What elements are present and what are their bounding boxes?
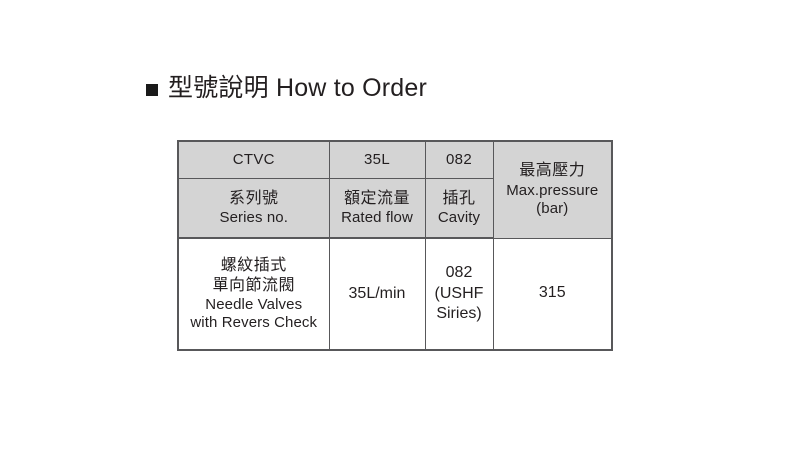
max-pressure-label-en: Max.pressure bbox=[506, 182, 599, 200]
cavity-value-line1: 082 bbox=[445, 263, 473, 281]
page-title: 型號說明 How to Order bbox=[146, 76, 427, 101]
cell-value-series: 螺紋插式 單向節流閥 Needle Valves with Revers Che… bbox=[177, 237, 330, 351]
cavity-label-cn: 插孔 bbox=[442, 190, 476, 207]
square-bullet-icon bbox=[146, 83, 158, 96]
series-value-en-line2: with Revers Check bbox=[190, 314, 318, 331]
table-row-labels: 系列號 Series no. 額定流量 Rated flow 插孔 Cavity bbox=[177, 178, 612, 239]
cell-code-series: CTVC bbox=[177, 140, 330, 179]
rated-flow-label-cn: 額定流量 bbox=[343, 190, 410, 207]
cell-max-pressure-header: 最高壓力 Max.pressure (bar) bbox=[492, 140, 613, 238]
order-code-table: CTVC 35L 082 最高壓力 Max.pressure (bar) 系列號… bbox=[177, 140, 613, 351]
series-value-en-line1: Needle Valves bbox=[205, 296, 303, 313]
cavity-label-en: Cavity bbox=[437, 209, 481, 226]
rated-flow-label-en: Rated flow bbox=[341, 209, 413, 226]
cell-label-cavity: 插孔 Cavity bbox=[424, 178, 494, 239]
series-value-cn-line1: 螺紋插式 bbox=[220, 257, 287, 274]
max-pressure-label-cn: 最高壓力 bbox=[519, 162, 586, 180]
cavity-value-line2: (USHF bbox=[434, 284, 484, 302]
rated-flow-value: 35L/min bbox=[348, 284, 406, 302]
cell-value-max-pressure: 315 bbox=[492, 237, 613, 351]
series-value-cn-line2: 單向節流閥 bbox=[212, 277, 295, 294]
cell-label-rated-flow: 額定流量 Rated flow bbox=[328, 178, 426, 239]
cell-value-cavity: 082 (USHF Siries) bbox=[424, 237, 494, 351]
page-title-text: 型號說明 How to Order bbox=[168, 74, 428, 102]
cell-value-rated-flow: 35L/min bbox=[328, 237, 426, 351]
cell-code-cavity: 082 bbox=[424, 140, 494, 179]
max-pressure-value: 315 bbox=[538, 284, 566, 302]
series-label-en: Series no. bbox=[219, 209, 289, 226]
cavity-value-line3: Siries) bbox=[436, 305, 482, 323]
table-row-values: 螺紋插式 單向節流閥 Needle Valves with Revers Che… bbox=[177, 237, 613, 351]
table-row-codes: CTVC 35L 082 最高壓力 Max.pressure (bar) bbox=[177, 140, 613, 238]
series-label-cn: 系列號 bbox=[228, 190, 279, 207]
cell-label-series: 系列號 Series no. bbox=[177, 178, 330, 239]
cell-code-rated-flow: 35L bbox=[328, 140, 426, 179]
how-to-order-table: CTVC 35L 082 最高壓力 Max.pressure (bar) 系列號… bbox=[177, 140, 613, 351]
max-pressure-unit: (bar) bbox=[536, 200, 569, 218]
